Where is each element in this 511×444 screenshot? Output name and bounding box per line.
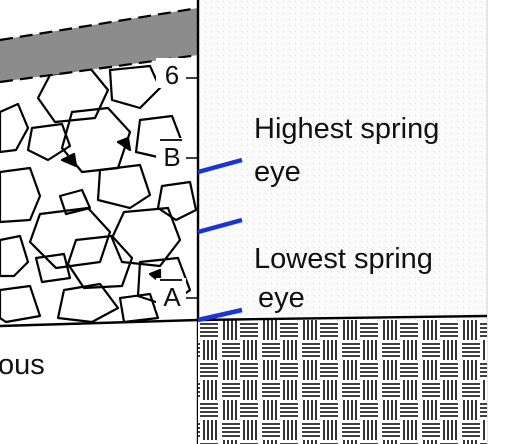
left-fragment-label: ous [0,349,45,381]
marker-b: B [163,142,180,172]
spring-eye-marker-highest [197,157,243,175]
marker-6-box [156,58,186,88]
marker-a: A [163,282,181,312]
spring-panel [198,0,487,321]
highest-spring-eye-label: Highest spring eye [254,113,447,188]
basement-top-line [197,314,488,322]
lowest-spring-eye-label: Lowest spring eye [254,243,441,314]
spring-eye-marker-middle [197,217,243,235]
marker-a-box [156,278,186,310]
woven-basement [198,320,487,444]
band-top-dashed-line [0,6,199,42]
marker-b-box [156,138,186,170]
highest-label-line2: eye [254,156,301,188]
highest-label-line1: Highest spring [254,113,439,145]
spring-eye-marker-lowest [197,307,243,323]
lowest-label-line1: Lowest spring [254,243,433,275]
grey-band [0,8,198,82]
lowest-label-line2: eye [258,282,305,314]
rock-base-line [0,318,199,328]
marker-6: 6 [165,60,179,90]
